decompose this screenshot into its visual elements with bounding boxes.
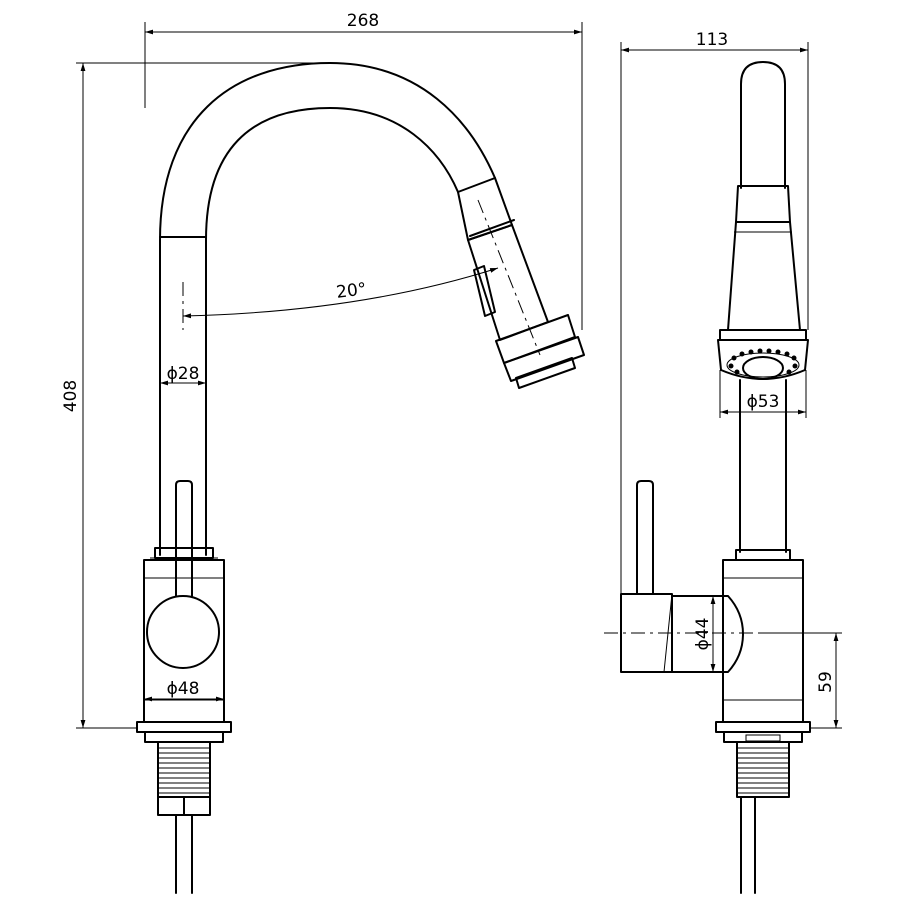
dimension-body-diameter: ϕ48 xyxy=(144,679,224,702)
handle-side xyxy=(604,480,760,673)
width-label: 268 xyxy=(347,11,379,31)
spray-nozzle-dots xyxy=(728,348,798,375)
front-view: 268 408 ϕ28 ϕ48 20° xyxy=(61,11,585,894)
spout-diameter-label: ϕ28 xyxy=(167,364,200,384)
spray-head-side xyxy=(717,221,809,380)
handle-diameter-label: ϕ44 xyxy=(693,618,713,651)
dimension-width: 268 xyxy=(144,11,583,330)
depth-label: 113 xyxy=(696,30,728,50)
spout-top xyxy=(735,61,791,223)
dimension-height: 408 xyxy=(61,62,330,729)
side-view: 113 ϕ53 ϕ44 59 xyxy=(604,30,842,894)
supply-hoses-side xyxy=(740,796,756,894)
base-plate xyxy=(136,721,232,743)
spray-head-diameter-label: ϕ53 xyxy=(747,392,780,412)
dimension-spout-diameter: ϕ28 xyxy=(160,364,206,386)
angle-dimension: 20° xyxy=(182,267,499,319)
dimension-spray-head-diameter: ϕ53 xyxy=(719,370,807,418)
body-side xyxy=(722,559,804,723)
dimension-depth: 113 xyxy=(620,30,809,594)
angle-label: 20° xyxy=(335,279,367,303)
threaded-shank-side xyxy=(736,741,790,798)
dimension-handle-diameter: ϕ44 xyxy=(693,596,716,672)
thread-lines xyxy=(158,747,210,794)
spout xyxy=(159,62,496,556)
threaded-shank xyxy=(157,741,211,816)
lever-handle xyxy=(175,480,193,597)
collar-side xyxy=(735,549,791,561)
handle-height-label: 59 xyxy=(816,671,836,693)
height-label: 408 xyxy=(61,380,81,412)
thread-lines-side xyxy=(737,747,789,794)
dimension-handle-height: 59 xyxy=(760,632,842,729)
base-plate-side xyxy=(715,721,811,743)
spout-tube-side xyxy=(739,379,787,553)
spray-head xyxy=(457,177,585,389)
body-collar xyxy=(150,547,218,559)
body-diameter-label: ϕ48 xyxy=(167,679,200,699)
supply-hoses xyxy=(175,814,193,894)
